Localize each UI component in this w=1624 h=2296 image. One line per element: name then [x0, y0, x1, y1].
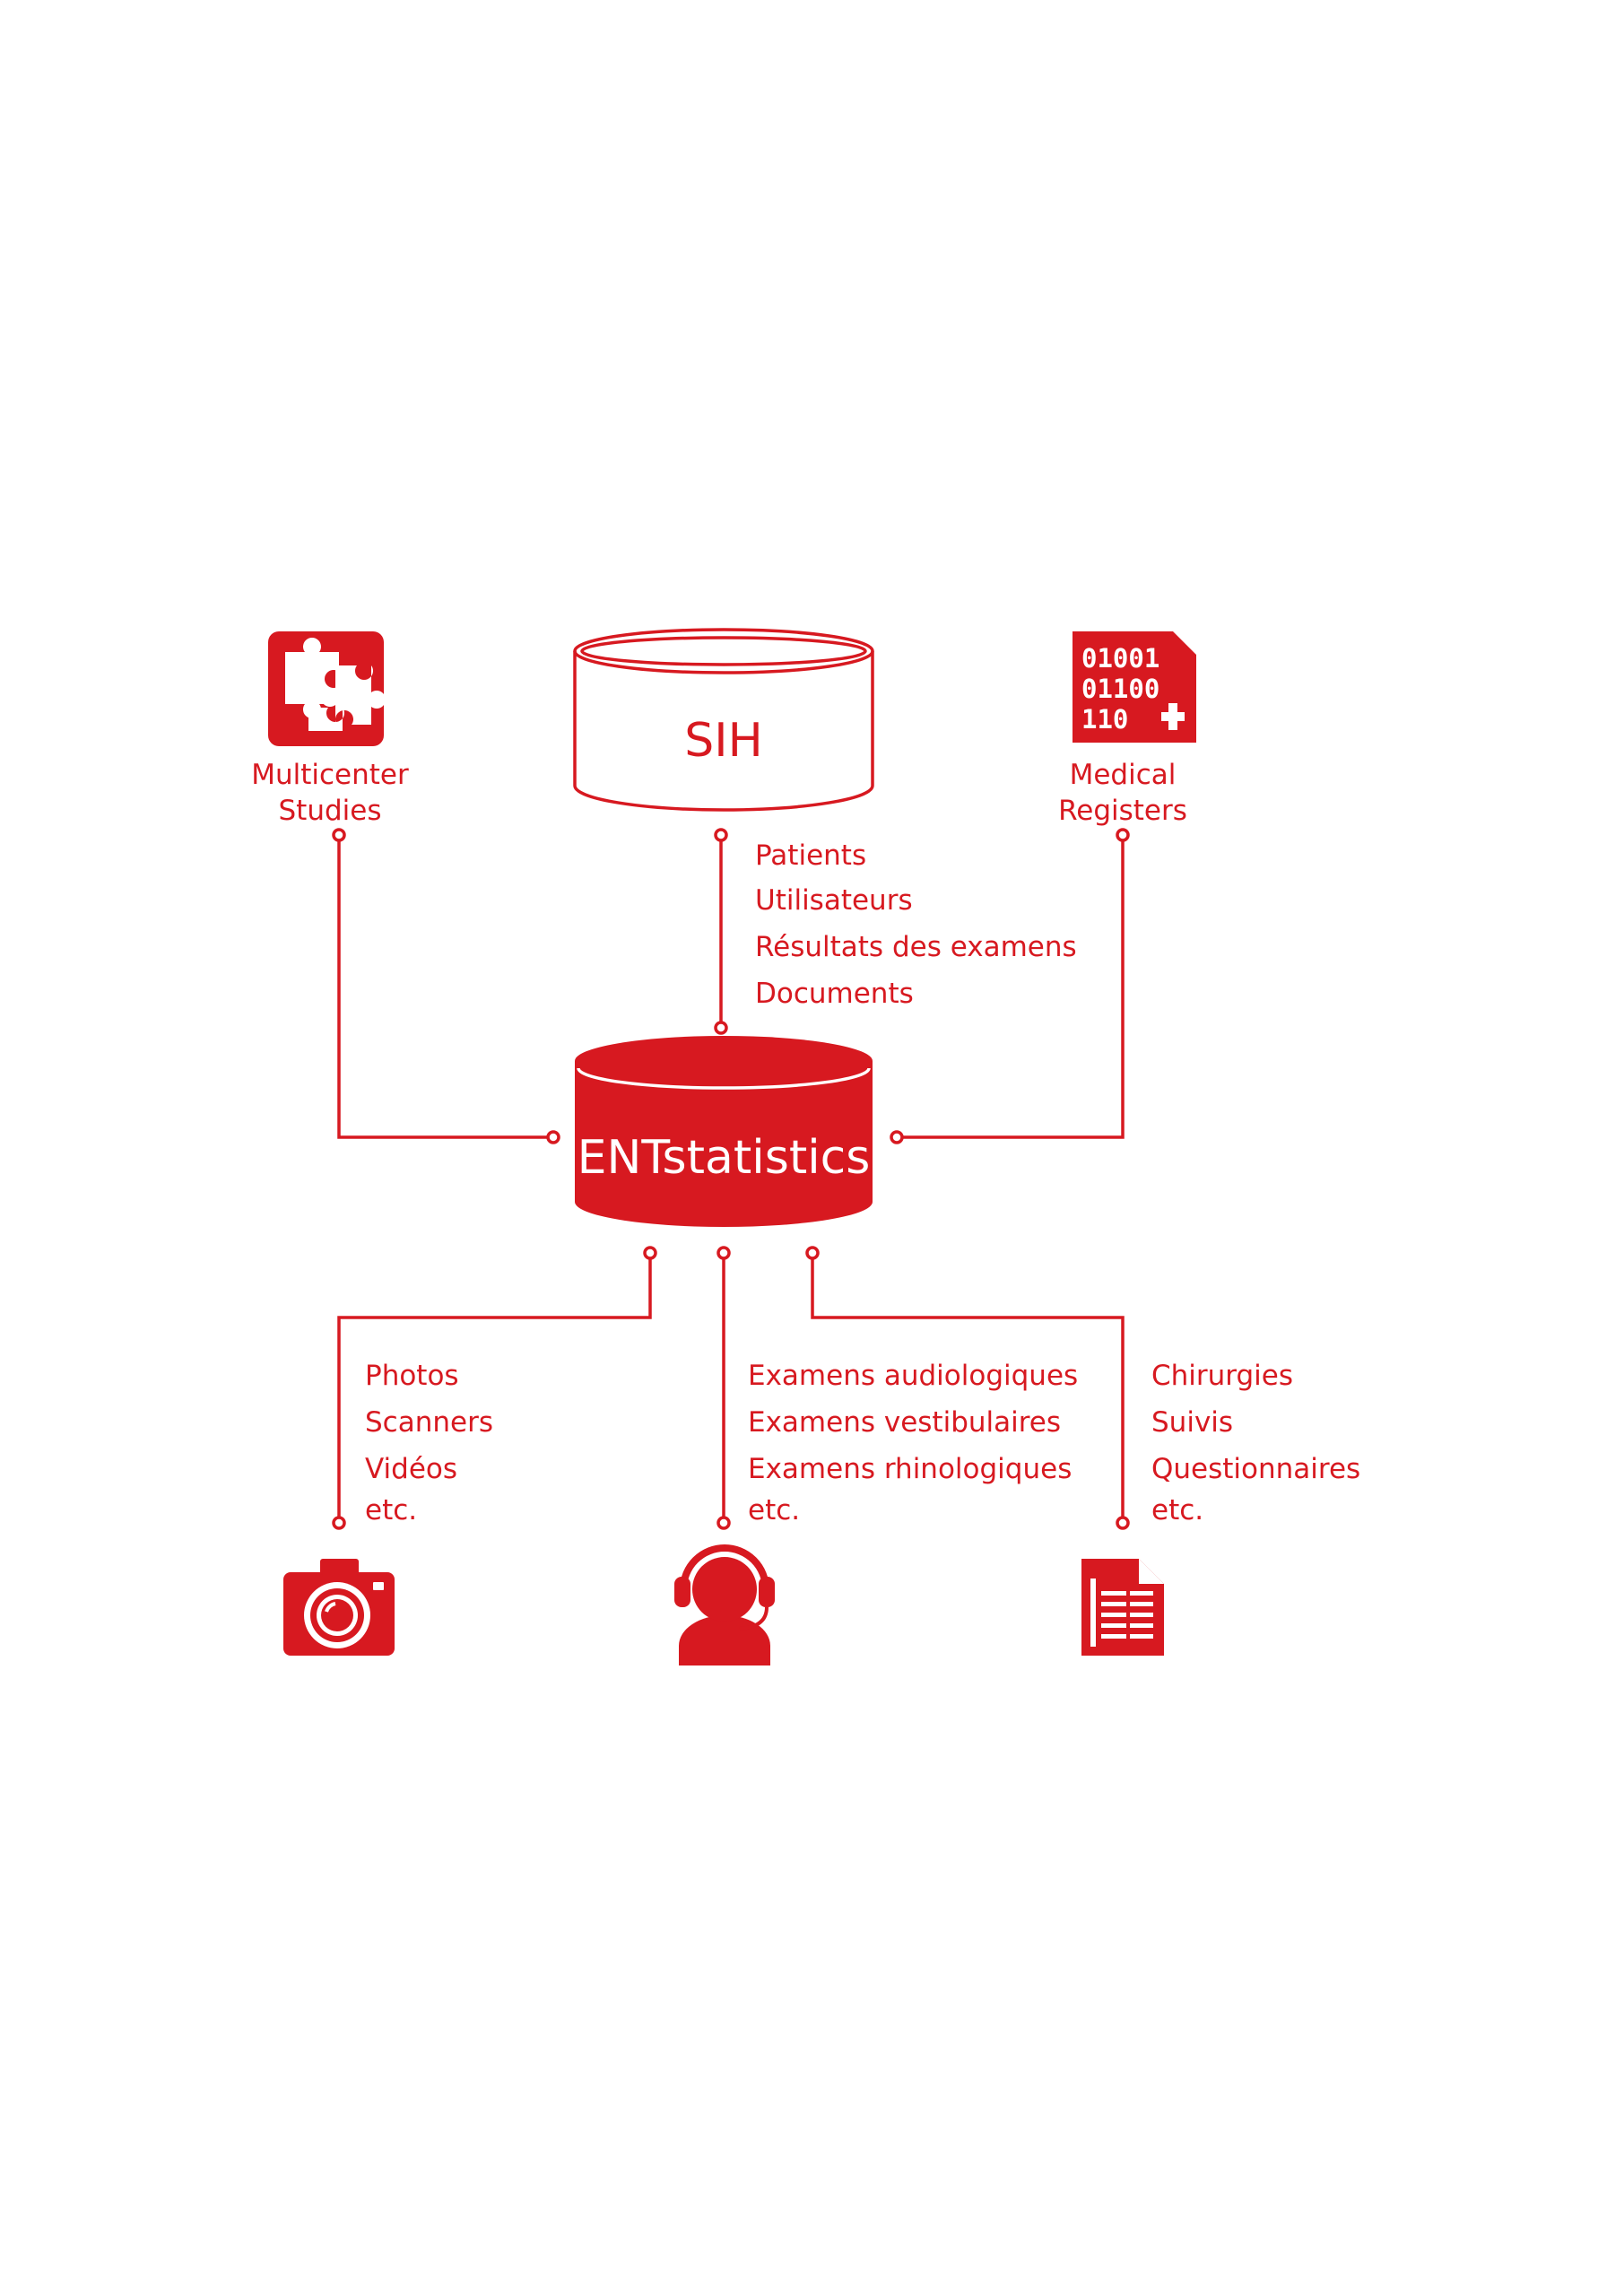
imaging-item: Vidéos [365, 1453, 457, 1485]
document-icon [1081, 1559, 1164, 1656]
connector-dot [890, 1130, 904, 1144]
connector-dot [332, 828, 346, 842]
surgery-items: Chirurgies Suivis Questionnaires etc. [1151, 1360, 1360, 1526]
imaging-item: Scanners [365, 1406, 493, 1439]
surgery-item: Questionnaires [1151, 1453, 1360, 1485]
camera-icon [283, 1559, 395, 1656]
binary-line: 110 [1081, 704, 1128, 735]
binary-line: 01001 [1081, 643, 1159, 674]
puzzle-icon [268, 631, 386, 746]
registers-label-line1: Medical [1070, 759, 1177, 791]
surgery-item: etc. [1151, 1494, 1203, 1526]
medical-registers: 01001 01100 110 Medical Registers [1058, 631, 1196, 827]
headset-user-icon [674, 1544, 775, 1665]
connector-dot [714, 1021, 728, 1035]
sih-database: SIH [573, 628, 874, 812]
entstatistics-database: ENTstatistics [575, 1036, 873, 1227]
central-title: ENTstatistics [578, 1131, 871, 1185]
sih-item: Résultats des examens [755, 931, 1077, 963]
sih-item: Documents [755, 978, 914, 1010]
connector-dot [1116, 828, 1130, 842]
exams-item: etc. [748, 1494, 800, 1526]
connector-dot [714, 828, 728, 842]
multicenter-label-line1: Multicenter [251, 759, 409, 791]
sih-title: SIH [684, 714, 762, 768]
exams-items: Examens audiologiques Examens vestibulai… [748, 1360, 1078, 1526]
binary-data-icon: 01001 01100 110 [1073, 631, 1196, 743]
connector-dot [1116, 1516, 1130, 1530]
connector-dot [716, 1516, 731, 1530]
exams-item: Examens vestibulaires [748, 1406, 1061, 1439]
surgery-item: Chirurgies [1151, 1360, 1293, 1392]
connector-dot [716, 1246, 731, 1260]
registers-label-line2: Registers [1058, 795, 1187, 827]
imaging-item: etc. [365, 1494, 417, 1526]
connector-dot [643, 1246, 657, 1260]
binary-line: 01100 [1081, 674, 1159, 704]
multicenter-label-line2: Studies [279, 795, 382, 827]
sih-item: Patients [755, 839, 866, 872]
surgery-item: Suivis [1151, 1406, 1233, 1439]
plus-icon [1161, 703, 1185, 730]
exams-item: Examens audiologiques [748, 1360, 1078, 1392]
connector-dot [332, 1516, 346, 1530]
sih-items: Patients Utilisateurs Résultats des exam… [755, 839, 1077, 1010]
sih-item: Utilisateurs [755, 884, 913, 917]
connectors [332, 828, 1130, 1530]
connector-dot [546, 1130, 560, 1144]
imaging-item: Photos [365, 1360, 459, 1392]
exams-item: Examens rhinologiques [748, 1453, 1072, 1485]
multicenter-studies: Multicenter Studies [251, 631, 409, 827]
connector-dot [805, 1246, 820, 1260]
imaging-items: Photos Scanners Vidéos etc. [365, 1360, 493, 1526]
